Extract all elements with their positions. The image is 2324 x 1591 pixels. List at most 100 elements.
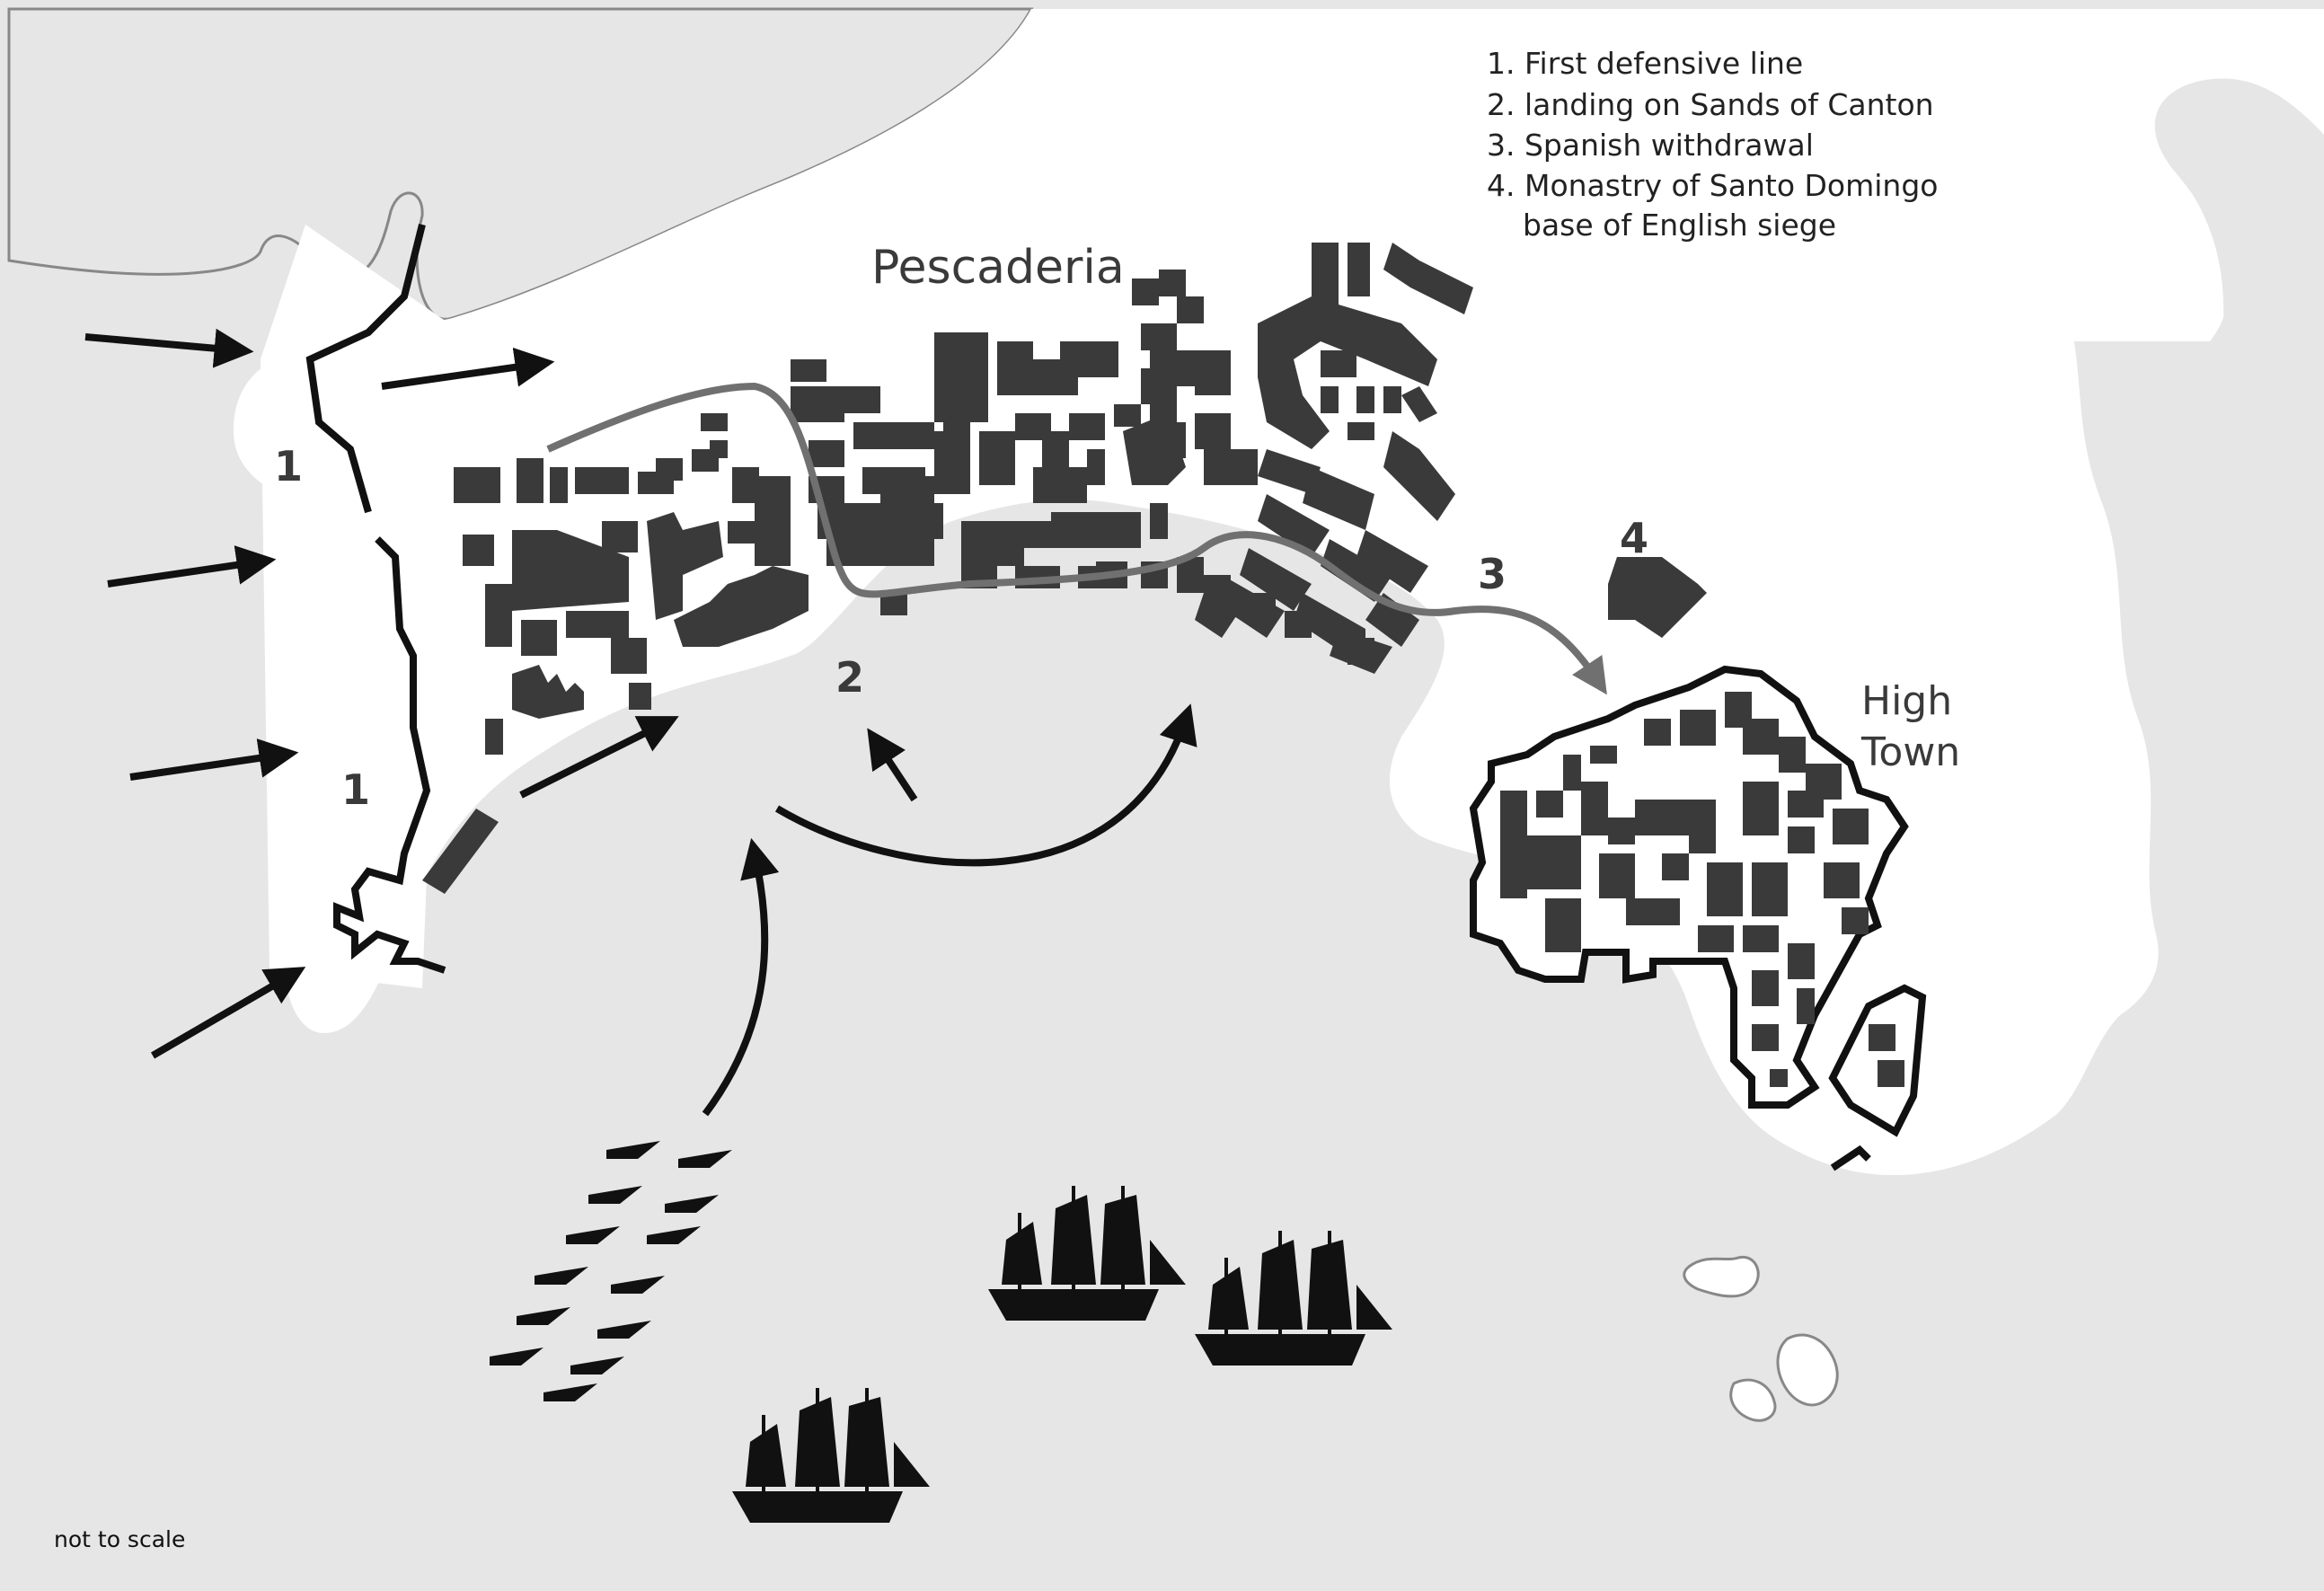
building — [1285, 611, 1312, 638]
ship-sails — [1208, 1240, 1392, 1330]
building — [1096, 341, 1118, 377]
building — [1321, 350, 1356, 377]
building — [1635, 800, 1689, 835]
marker-3: 3 — [1478, 550, 1507, 598]
building — [566, 611, 629, 638]
landing-arrow — [774, 703, 1197, 867]
building — [1258, 449, 1321, 494]
building — [1132, 278, 1159, 305]
building — [463, 535, 494, 566]
landing-arrow — [702, 837, 780, 1117]
building — [1743, 925, 1779, 952]
ship-hull — [988, 1289, 1159, 1321]
high-town-buildings — [1500, 692, 1904, 1087]
building — [1356, 386, 1374, 413]
boat — [517, 1307, 570, 1325]
building — [934, 332, 988, 422]
building — [755, 476, 791, 566]
building — [1249, 593, 1276, 620]
building — [1770, 1069, 1788, 1087]
attack-arrow — [129, 738, 299, 781]
building — [701, 413, 728, 431]
boat — [570, 1357, 624, 1374]
eastern-headland — [2156, 78, 2324, 1114]
building — [1707, 862, 1743, 916]
building — [1321, 539, 1392, 602]
building — [809, 440, 844, 467]
building — [997, 341, 1033, 395]
ship-sails — [746, 1397, 930, 1487]
ship-hull — [1195, 1334, 1365, 1366]
building — [1797, 988, 1815, 1024]
marker-2: 2 — [835, 653, 864, 702]
boat — [678, 1150, 732, 1168]
building — [1303, 467, 1374, 530]
building — [1869, 1024, 1895, 1051]
boat — [566, 1226, 620, 1244]
building — [1356, 530, 1428, 593]
building — [1087, 449, 1105, 485]
building — [1177, 296, 1204, 323]
islet — [1729, 1378, 1777, 1422]
building — [629, 683, 651, 710]
building — [1833, 809, 1869, 844]
marker-4: 4 — [1620, 514, 1648, 562]
building — [602, 521, 638, 552]
building — [1069, 413, 1105, 440]
ship-hull — [732, 1491, 903, 1523]
building — [1608, 818, 1635, 844]
legend-item: base of English siege — [1523, 208, 1836, 243]
building — [656, 458, 683, 481]
islet — [1683, 1255, 1760, 1298]
attack-arrow — [381, 347, 555, 390]
boat — [606, 1141, 660, 1159]
legend-item: 2. landing on Sands of Canton — [1487, 87, 1934, 122]
building — [853, 422, 934, 449]
place-label-pescaderia: Pescaderia — [871, 241, 1125, 295]
marker-1: 1 — [341, 765, 370, 814]
attack-arrow — [84, 328, 254, 368]
building — [1842, 907, 1869, 934]
building — [1689, 800, 1716, 853]
defensive-line-north — [305, 224, 426, 514]
place-label-high-town: High — [1861, 678, 1952, 724]
legend-item: 4. Monastry of Santo Domingo — [1487, 168, 1938, 203]
building — [943, 413, 970, 431]
building — [1581, 782, 1608, 835]
building — [1051, 512, 1141, 548]
boat — [665, 1195, 719, 1213]
building — [1240, 548, 1312, 611]
defensive-line-south — [333, 536, 446, 974]
building — [1752, 862, 1788, 916]
building — [1824, 862, 1860, 898]
building — [517, 458, 543, 503]
monastery-santo-domingo — [1608, 557, 1707, 638]
building — [1743, 782, 1779, 835]
building — [934, 431, 970, 494]
building — [1033, 467, 1087, 503]
building — [521, 620, 557, 656]
boat — [588, 1186, 642, 1204]
boat — [597, 1321, 651, 1339]
building — [1042, 431, 1069, 467]
building — [1365, 593, 1419, 647]
warship — [732, 1388, 930, 1523]
attack-arrow — [150, 967, 306, 1059]
building — [575, 467, 629, 494]
building — [1348, 422, 1374, 440]
building — [1878, 1060, 1904, 1087]
legend: 1. First defensive line 2. landing on Sa… — [1487, 46, 1938, 243]
attack-arrow — [867, 728, 918, 802]
building — [1383, 431, 1455, 521]
marker-1: 1 — [274, 442, 303, 491]
building — [1348, 243, 1370, 296]
building — [1752, 1024, 1779, 1051]
ship-sails — [1002, 1195, 1186, 1285]
withdrawal-route — [546, 382, 1607, 695]
attack-arrow — [519, 716, 679, 799]
boat — [535, 1267, 588, 1285]
building — [979, 431, 1015, 485]
building — [1680, 710, 1716, 746]
building — [485, 719, 503, 755]
